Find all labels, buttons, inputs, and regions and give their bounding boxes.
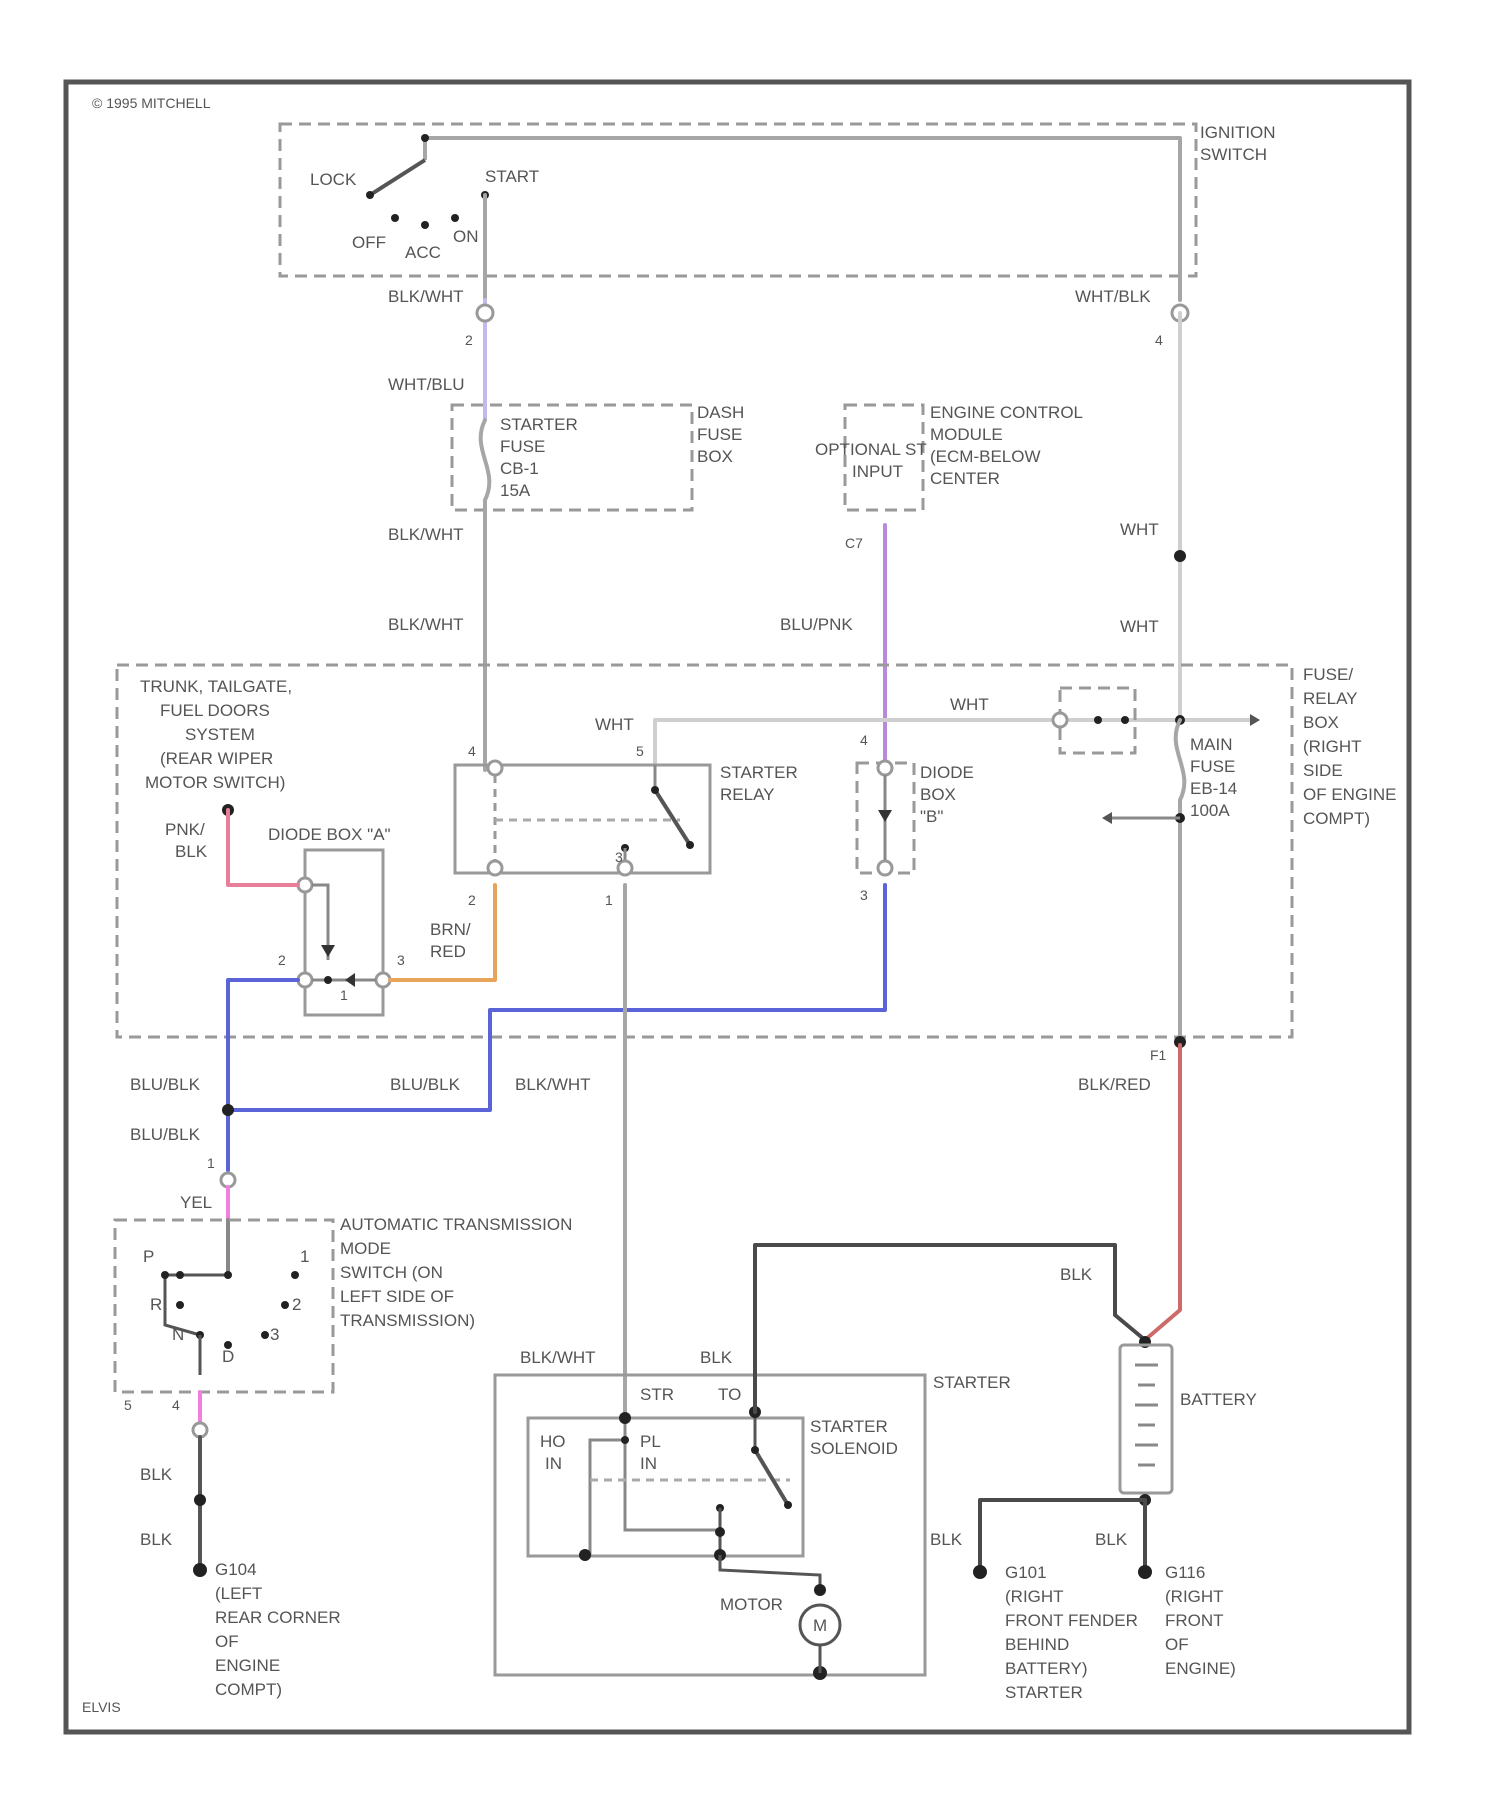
transmission-mode-switch: P 1 R 2 N 3 D AUTOMATIC TRANSMISSION MOD… [115, 1215, 577, 1392]
pin-number: 5 [124, 1397, 132, 1413]
wire-label-wht: WHT [1120, 520, 1159, 539]
pin-number: 1 [605, 892, 613, 908]
main-fuse-label: MAIN FUSE EB-14 100A [1190, 735, 1242, 820]
ignition-switch-label: IGNITION SWITCH [1200, 123, 1280, 164]
trunk-tailgate-system-label: TRUNK, TAILGATE, FUEL DOORS SYSTEM (REAR… [140, 677, 297, 792]
starter-solenoid-label: STARTER SOLENOID [810, 1417, 898, 1458]
trans-pos-p: P [143, 1247, 154, 1266]
connector [477, 305, 493, 321]
diode-box-b: DIODE BOX "B" [857, 761, 979, 875]
ignition-pos-off: OFF [352, 233, 386, 252]
copyright-note: © 1995 MITCHELL [92, 95, 211, 111]
engine-control-module: OPTIONAL ST INPUT ENGINE CONTROL MODULE … [815, 403, 1087, 510]
pin-number: 4 [860, 732, 868, 748]
diagram-frame [66, 82, 1409, 1732]
transmission-switch-label: AUTOMATIC TRANSMISSION MODE SWITCH (ON L… [340, 1215, 577, 1330]
wire-label-wht: WHT [950, 695, 989, 714]
trans-pos-n: N [172, 1325, 184, 1344]
wire-label-blk: BLK [140, 1465, 173, 1484]
wire-label-wht-blu: WHT/BLU [388, 375, 465, 394]
pin-number: 3 [860, 887, 868, 903]
starter: STARTER BLK/WHT BLK STR TO STARTER SOLEN… [495, 1348, 1011, 1680]
wire-label-blk: BLK [140, 1530, 173, 1549]
starter-relay-label: STARTER RELAY [720, 763, 803, 804]
ignition-switch: LOCK START OFF ACC ON IGNITION SWITCH [280, 123, 1280, 300]
ground-g101-label: G101 (RIGHT FRONT FENDER BEHIND BATTERY)… [1005, 1563, 1143, 1702]
trans-pos-2: 2 [292, 1295, 301, 1314]
pin-number: C7 [845, 535, 863, 551]
trans-pos-1: 1 [300, 1247, 309, 1266]
starter-relay: STARTER RELAY [455, 761, 803, 875]
ignition-pos-on: ON [453, 227, 479, 246]
trans-pos-3: 3 [270, 1325, 279, 1344]
wire-label-wht: WHT [1120, 617, 1159, 636]
pin-number: 5 [636, 743, 644, 759]
wire-label-blk: BLK [1060, 1265, 1093, 1284]
starter-fuse-label: STARTER FUSE CB-1 15A [500, 415, 583, 500]
pin-number: 4 [468, 743, 476, 759]
wire-label-yel: YEL [180, 1193, 212, 1212]
main-fuse: MAIN FUSE EB-14 100A [1102, 715, 1242, 1045]
starter-terminal-str: STR [640, 1385, 674, 1404]
pin-number: 3 [397, 952, 405, 968]
dash-fuse-box-label: DASH FUSE BOX [697, 403, 749, 466]
diode-box-a: DIODE BOX "A" [268, 825, 391, 1015]
ignition-pos-acc: ACC [405, 243, 441, 262]
ground-g104-label: G104 (LEFT REAR CORNER OF ENGINE COMPT) [215, 1560, 345, 1699]
ecm-input-label: OPTIONAL ST INPUT [815, 440, 931, 481]
pin-number: 2 [278, 952, 286, 968]
diode-box-b-label: DIODE BOX "B" [920, 763, 979, 826]
pin-number: 1 [207, 1155, 215, 1171]
wire-label-blu-pnk: BLU/PNK [780, 615, 853, 634]
wire-label-blu-blk: BLU/BLK [390, 1075, 461, 1094]
battery-label: BATTERY [1180, 1390, 1257, 1409]
starter-motor-label: MOTOR [720, 1595, 783, 1614]
wire-label-blu-blk: BLU/BLK [130, 1125, 201, 1144]
starter-label: STARTER [933, 1373, 1011, 1392]
wire-label-blk-wht: BLK/WHT [388, 525, 464, 544]
wire-label-blk: BLK [700, 1348, 733, 1367]
wire-label-blk-wht: BLK/WHT [388, 287, 464, 306]
pin-number: 4 [1155, 332, 1163, 348]
pin-number: 3 [615, 849, 623, 865]
hold-in-winding-label: HO IN [540, 1432, 570, 1473]
wire-label-blk-red: BLK/RED [1078, 1075, 1151, 1094]
pin-number: 1 [340, 987, 348, 1003]
ignition-pos-start: START [485, 167, 539, 186]
wire-label-blk: BLK [930, 1530, 963, 1549]
wire-label-blk-wht: BLK/WHT [520, 1348, 596, 1367]
wire-label-blu-blk: BLU/BLK [130, 1075, 201, 1094]
motor-symbol-m: M [813, 1616, 827, 1635]
pin-number: 4 [172, 1397, 180, 1413]
wire-label-wht-blk: WHT/BLK [1075, 287, 1151, 306]
pin-number: F1 [1150, 1047, 1167, 1063]
diode-box-a-label: DIODE BOX "A" [268, 825, 391, 844]
pin-number: 2 [465, 332, 473, 348]
battery: BATTERY [1120, 1336, 1257, 1506]
trans-pos-r: R [150, 1295, 162, 1314]
wire-label-brn-red: BRN/ RED [430, 920, 475, 961]
ecm-label: ENGINE CONTROL MODULE (ECM-BELOW CENTER [930, 403, 1087, 488]
wire-label-blk-wht: BLK/WHT [388, 615, 464, 634]
fuse-relay-box-label: FUSE/ RELAY BOX (RIGHT SIDE OF ENGINE CO… [1303, 665, 1401, 828]
wire-label-blk-wht: BLK/WHT [515, 1075, 591, 1094]
wire-label-blk: BLK [1095, 1530, 1128, 1549]
ignition-pos-lock: LOCK [310, 170, 357, 189]
wire-label-wht: WHT [595, 715, 634, 734]
trans-pos-d: D [222, 1347, 234, 1366]
ground-g116-label: G116 (RIGHT FRONT OF ENGINE) [1165, 1563, 1236, 1678]
starter-terminal-to: TO [718, 1385, 741, 1404]
pull-in-winding-label: PL IN [640, 1432, 665, 1473]
figure-code: ELVIS [82, 1699, 121, 1715]
wire-label-pnk-blk: PNK/ BLK [165, 820, 209, 861]
pin-number: 2 [468, 892, 476, 908]
